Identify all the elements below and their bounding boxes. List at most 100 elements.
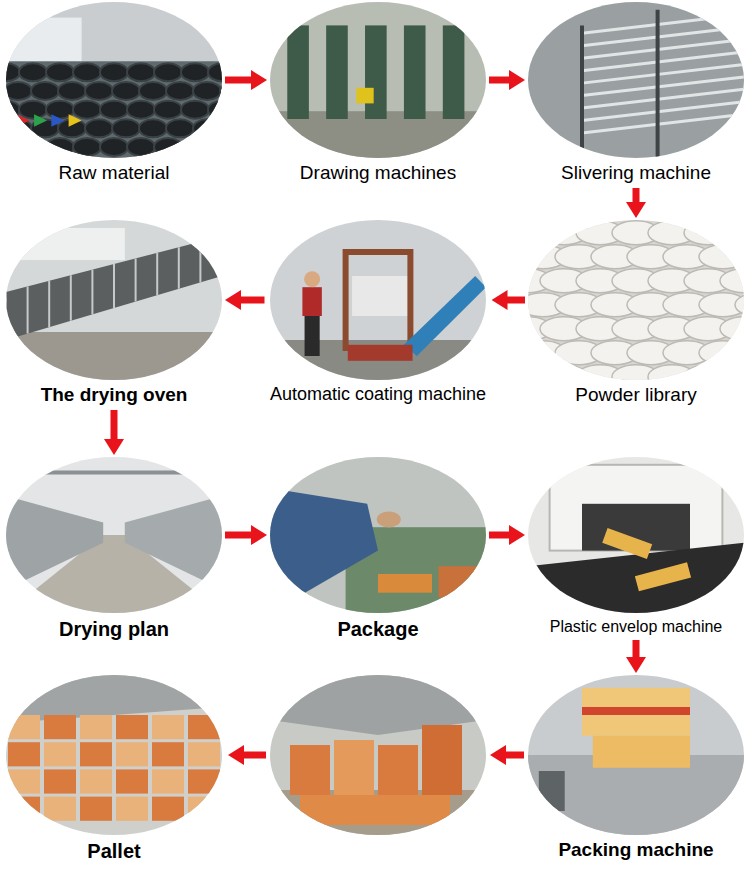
flow-arrow: [237, 297, 265, 304]
photo-detail: [270, 340, 486, 380]
photo-detail: [270, 488, 378, 613]
photo-detail: [8, 742, 40, 766]
photo-group: [6, 457, 222, 613]
photo-detail: [135, 258, 137, 301]
step-caption: Pallet: [87, 839, 140, 863]
step-caption: Plastic envelop machine: [550, 617, 723, 636]
photo-detail: [28, 471, 201, 475]
photo-detail: [17, 228, 125, 260]
photo-detail: [80, 797, 112, 821]
photo-detail: [443, 25, 465, 119]
flow-arrow: [225, 77, 255, 84]
flow-arrow: [240, 752, 266, 759]
photo-detail: [193, 119, 221, 137]
caption-block: Raw material: [6, 162, 222, 185]
step-caption: The drying oven: [41, 384, 188, 407]
photo-detail: [305, 316, 320, 356]
photo-detail: [593, 736, 690, 768]
photo-detail: [69, 114, 82, 126]
photo-detail: [19, 101, 47, 119]
photo-detail: [46, 138, 74, 156]
photo-detail: [6, 138, 20, 156]
photo-detail: [166, 82, 194, 100]
photo-detail: [378, 745, 418, 795]
caption-block: Drawing machines: [270, 162, 486, 185]
process-step: Plastic envelop machine: [528, 457, 744, 637]
photo-group: [528, 457, 744, 613]
photo-detail: [139, 82, 167, 100]
photo-detail: [152, 797, 184, 821]
step-photo: [528, 457, 744, 613]
photo-detail: [44, 769, 76, 793]
photo-detail: [365, 25, 387, 119]
photo-detail: [156, 253, 158, 295]
photo-detail: [6, 457, 222, 613]
step-photo: [270, 2, 486, 158]
photo-detail: [735, 293, 744, 317]
photo-detail: [528, 2, 744, 158]
photo-detail: [540, 365, 588, 380]
photo-detail: [720, 269, 744, 293]
photo-detail: [193, 82, 221, 100]
photo-detail: [602, 528, 652, 559]
photo-detail: [720, 221, 744, 245]
photo-detail: [720, 365, 744, 380]
photo-detail: [326, 25, 348, 119]
photo-detail: [300, 795, 450, 825]
photo-detail: [302, 287, 321, 316]
step-caption: Powder library: [575, 384, 696, 407]
step-photo: [528, 220, 744, 380]
photo-detail: [208, 138, 222, 156]
flow-arrow: [633, 640, 640, 661]
flow-arrow: [489, 532, 513, 539]
caption-block: Automatic coating machine: [268, 384, 489, 406]
step-caption: Slivering machine: [561, 162, 711, 185]
photo-detail: [85, 119, 113, 137]
photo-detail: [582, 14, 744, 33]
process-step: Drawing machines: [270, 2, 486, 185]
photo-detail: [116, 715, 148, 739]
process-step: Drying plan: [6, 457, 222, 641]
process-step: Powder library: [528, 220, 744, 407]
photo-detail: [270, 457, 486, 613]
photo-detail: [720, 317, 744, 341]
step-caption: Package: [337, 617, 418, 641]
photo-detail: [116, 797, 148, 821]
photo-detail: [178, 247, 180, 289]
photo-detail: [17, 114, 30, 126]
photo-detail: [181, 101, 209, 119]
photo-detail: [46, 63, 74, 81]
photo-detail: [6, 2, 222, 158]
photo-detail: [154, 138, 182, 156]
step-photo: [6, 675, 222, 835]
photo-detail: [735, 245, 744, 269]
photo-group: [528, 675, 744, 835]
step-caption: Automatic coating machine: [270, 384, 486, 406]
photo-detail: [188, 797, 220, 821]
photo-detail: [166, 119, 194, 137]
photo-detail: [220, 82, 222, 100]
photo-detail: [19, 138, 47, 156]
photo-detail: [287, 25, 309, 119]
photo-detail: [699, 245, 744, 269]
photo-detail: [27, 286, 29, 333]
flow-arrow: [489, 77, 513, 84]
photo-detail: [582, 114, 744, 133]
photo-detail: [73, 63, 101, 81]
photo-detail: [635, 562, 691, 591]
step-caption: Drying plan: [59, 617, 169, 641]
photo-detail: [8, 715, 40, 739]
photo-detail: [528, 221, 552, 245]
photo-detail: [6, 82, 32, 100]
photo-detail: [199, 242, 201, 283]
photo-detail: [6, 675, 222, 835]
photo-detail: [31, 82, 59, 100]
photo-detail: [73, 101, 101, 119]
photo-group: [6, 2, 222, 158]
photo-detail: [208, 101, 222, 119]
photo-detail: [270, 675, 486, 835]
photo-detail: [100, 63, 128, 81]
caption-block: Powder library: [528, 384, 744, 407]
photo-detail: [181, 63, 209, 81]
step-photo: [270, 457, 486, 613]
